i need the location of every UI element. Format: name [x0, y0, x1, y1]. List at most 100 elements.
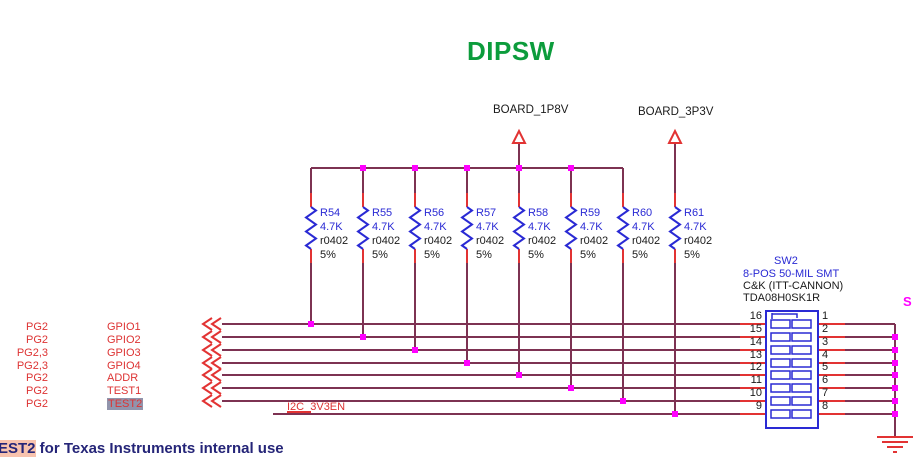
resistor-ref[interactable]: R60 — [632, 207, 653, 219]
resistor-value[interactable]: 4.7K — [684, 221, 707, 233]
resistor-value[interactable]: 4.7K — [528, 221, 551, 233]
resistor-footprint: r0402 — [684, 235, 713, 247]
resistor-bottom-wires — [310, 263, 676, 414]
wire-segments — [222, 143, 896, 437]
net-label[interactable]: ADDR — [107, 372, 139, 384]
footer-note: EST2 for Texas Instruments internal use — [0, 440, 284, 457]
resistor-footprint: r0402 — [580, 235, 609, 247]
switch-part-number: TDA08H0SK1R — [743, 292, 821, 304]
pin-number-left: 10 — [749, 387, 762, 399]
resistor-tolerance: 5% — [476, 249, 492, 261]
resistor-tolerance: 5% — [424, 249, 440, 261]
switch-actuator-icon — [771, 313, 798, 319]
net-pages: PG2 — [25, 385, 48, 397]
pin-number-left: 15 — [749, 323, 762, 335]
resistor-zigzag-R61 — [668, 206, 682, 250]
pin-number-right: 8 — [822, 400, 829, 412]
pin-stubs — [287, 193, 845, 415]
power-label-1p8v[interactable]: BOARD_1P8V — [493, 104, 569, 116]
net-pages: PG2 — [25, 321, 48, 333]
net-pages: PG2 — [25, 398, 48, 410]
offpage-connector-icons[interactable] — [201, 317, 222, 408]
resistor-value[interactable]: 4.7K — [424, 221, 447, 233]
power-symbol-1p8v[interactable] — [511, 128, 527, 144]
junction-dots — [308, 165, 898, 417]
pin-number-left: 14 — [749, 336, 762, 348]
pin-number-right: 5 — [822, 361, 829, 373]
search-highlight: EST2 — [0, 440, 36, 457]
resistor-value[interactable]: 4.7K — [476, 221, 499, 233]
resistor-ref[interactable]: R61 — [684, 207, 705, 219]
power-arrow-icon — [511, 128, 527, 144]
switch-description: 8-POS 50-MIL SMT — [743, 268, 840, 280]
net-pages: PG2,3 — [16, 347, 48, 359]
power-label-3p3v[interactable]: BOARD_3P3V — [638, 106, 714, 118]
resistor-value[interactable]: 4.7K — [372, 221, 395, 233]
resistor-tolerance: 5% — [320, 249, 336, 261]
page-title: DIPSW — [467, 36, 555, 66]
resistor-zigzag-R57 — [460, 206, 474, 250]
switch-left-pins — [740, 323, 766, 415]
resistor-tolerance: 5% — [580, 249, 596, 261]
pin-number-right: 2 — [822, 323, 829, 335]
pin-number-right: 4 — [822, 349, 829, 361]
net-label[interactable]: GPIO1 — [107, 321, 141, 333]
net-pages: PG2 — [25, 372, 48, 384]
net-label[interactable]: TEST1 — [107, 385, 142, 397]
resistor-tolerance: 5% — [684, 249, 700, 261]
resistor-ref[interactable]: R57 — [476, 207, 497, 219]
resistor-footprint: r0402 — [528, 235, 557, 247]
resistor-zigzag-R60 — [616, 206, 630, 250]
resistor-ref[interactable]: R59 — [580, 207, 601, 219]
resistor-zigzag-R58 — [512, 206, 526, 250]
resistor-symbols[interactable] — [304, 206, 682, 250]
resistor-tolerance: 5% — [528, 249, 544, 261]
net-label[interactable]: GPIO3 — [107, 347, 141, 359]
net-pages: PG2 — [25, 334, 48, 346]
resistor-top-pins — [310, 193, 676, 207]
net-label-selected[interactable]: TEST2 — [107, 398, 144, 410]
resistor-tolerance: 5% — [372, 249, 388, 261]
pin-number-left: 16 — [749, 310, 762, 322]
power-symbol-3p3v[interactable] — [667, 128, 683, 144]
pin-number-left: 9 — [755, 400, 762, 412]
signal-row-wires — [222, 323, 740, 415]
resistor-ref[interactable]: R54 — [320, 207, 341, 219]
dip-switch-symbol[interactable] — [765, 310, 819, 429]
pin-number-left: 12 — [749, 361, 762, 373]
resistor-zigzag-R55 — [356, 206, 370, 250]
net-pages: PG2,3 — [16, 360, 48, 372]
power-arrow-icon — [667, 128, 683, 144]
inline-net-label[interactable]: I2C_3V3EN — [287, 401, 346, 413]
ground-bus-wires — [845, 323, 896, 437]
resistor-ref[interactable]: R58 — [528, 207, 549, 219]
switch-right-pins — [818, 323, 845, 415]
pin-number-right: 7 — [822, 387, 829, 399]
earth-ground-icon[interactable] — [877, 436, 913, 453]
net-label[interactable]: GPIO4 — [107, 360, 141, 372]
resistor-value[interactable]: 4.7K — [320, 221, 343, 233]
pin-number-right: 3 — [822, 336, 829, 348]
edge-clipped-net-label: S — [903, 294, 912, 309]
resistor-tolerance: 5% — [632, 249, 648, 261]
resistor-ref[interactable]: R56 — [424, 207, 445, 219]
switch-manufacturer: C&K (ITT-CANNON) — [743, 280, 844, 292]
resistor-ref[interactable]: R55 — [372, 207, 393, 219]
resistor-value[interactable]: 4.7K — [632, 221, 655, 233]
resistor-footprint: r0402 — [372, 235, 401, 247]
resistor-zigzag-R59 — [564, 206, 578, 250]
resistor-footprint: r0402 — [476, 235, 505, 247]
pin-number-left: 11 — [750, 374, 762, 386]
resistor-zigzag-R56 — [408, 206, 422, 250]
resistor-zigzag-R54 — [304, 206, 318, 250]
net-label[interactable]: GPIO2 — [107, 334, 141, 346]
resistor-value[interactable]: 4.7K — [580, 221, 603, 233]
resistor-bottom-pins — [310, 249, 676, 263]
resistor-footprint: r0402 — [424, 235, 453, 247]
pin-number-right: 1 — [822, 310, 829, 322]
resistor-footprint: r0402 — [632, 235, 661, 247]
switch-ref[interactable]: SW2 — [774, 255, 798, 267]
pin-number-right: 6 — [822, 374, 829, 386]
